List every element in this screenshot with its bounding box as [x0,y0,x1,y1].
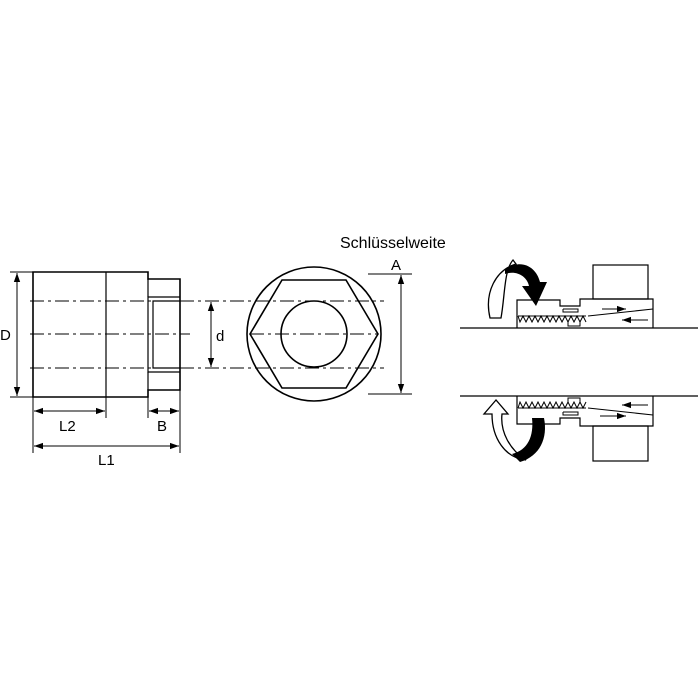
upper-thread [517,314,587,324]
lower-key [562,411,579,416]
lower-hub [592,425,649,462]
upper-key-notch [567,322,581,327]
title-schluesselweite: Schlüsselweite [340,235,446,252]
rotation-arrow-filled-icon [505,264,547,306]
rotation-arrow-filled-icon [512,418,545,462]
label-L1: L1 [98,452,115,469]
upper-wedge [587,308,654,317]
label-d: d [216,328,224,345]
rotation-arrow-outline-icon [482,399,527,461]
outer-circle [246,266,382,402]
upper-hub [592,264,649,300]
label-L2: L2 [59,418,76,435]
rotation-arrow-outline-icon [487,258,518,319]
inner-bore [152,300,180,369]
lower-nut [516,396,654,427]
side-view: D L2 B L1 [0,271,384,469]
label-D: D [0,327,11,344]
label-B: B [157,418,167,435]
lower-thread [517,400,587,410]
lower-key-notch [567,397,581,402]
label-A: A [391,257,401,274]
lower-wedge [587,407,654,416]
recess-outline [147,296,180,373]
upper-nut [516,298,654,328]
upper-key [562,308,579,313]
mounting-view [460,258,698,462]
front-view: d A Schlüsselweite [207,235,446,402]
